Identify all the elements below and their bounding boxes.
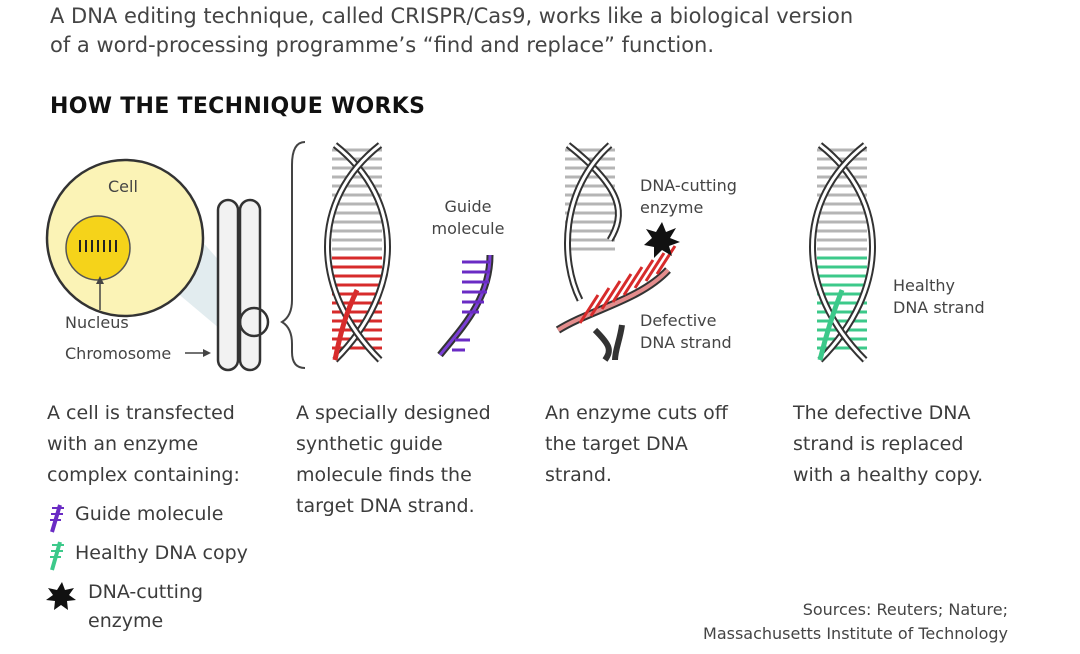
helix-step4	[809, 142, 876, 363]
tiny-chromosomes	[79, 240, 117, 252]
guide-label-line2: molecule	[431, 219, 505, 238]
caption-step4-line3: with a healthy copy.	[793, 464, 984, 486]
cell-label: Cell	[108, 177, 138, 196]
caption-step1-line2: with an enzyme	[47, 433, 199, 455]
nucleus-label: Nucleus	[65, 313, 129, 332]
caption-step3-line2: the target DNA	[545, 433, 688, 455]
enzyme-star-shape	[644, 222, 680, 258]
caption-step4-line2: strand is replaced	[793, 433, 964, 455]
enzyme-label-line2: enzyme	[640, 198, 704, 217]
caption-step2-line4: target DNA strand.	[296, 495, 475, 517]
healthy-label-line2: DNA strand	[893, 298, 985, 317]
helix-step2	[324, 142, 391, 363]
guide-label-line1: Guide	[444, 197, 492, 216]
zoom-circle	[238, 306, 270, 338]
legend-enzyme-line2: enzyme	[88, 610, 164, 632]
legend-healthy-label: Healthy DNA copy	[75, 542, 248, 564]
legend-enzyme-line1: DNA-cutting	[88, 581, 204, 603]
caption-step2-line2: synthetic guide	[296, 433, 443, 455]
intro-text: A DNA editing technique, called CRISPR/C…	[50, 2, 853, 60]
brace	[280, 141, 306, 369]
caption-step3-line3: strand.	[545, 464, 612, 486]
intro-line1: A DNA editing technique, called CRISPR/C…	[50, 4, 854, 28]
caption-step1-line3: complex containing:	[47, 464, 240, 486]
caption-step3-line1: An enzyme cuts off	[545, 402, 728, 424]
healthy-label-line1: Healthy	[893, 276, 956, 295]
legend-guide-label: Guide molecule	[75, 503, 224, 525]
caption-step3: An enzyme cuts off the target DNA strand…	[545, 398, 728, 491]
caption-step2-line1: A specially designed	[296, 402, 491, 424]
caption-step1: A cell is transfected with an enzyme com…	[47, 398, 240, 491]
section-heading: HOW THE TECHNIQUE WORKS	[50, 94, 426, 119]
chromosome-label: Chromosome	[65, 344, 172, 363]
defective-label-line2: DNA strand	[640, 333, 732, 352]
legend-healthy-icon	[50, 541, 64, 571]
intro-line2: of a word-processing programme’s “find a…	[50, 33, 715, 57]
helix-step3	[555, 142, 677, 362]
caption-step1-line1: A cell is transfected	[47, 402, 235, 424]
defective-label-line1: Defective	[640, 311, 717, 330]
defective-label: Defective DNA strand	[640, 310, 732, 354]
legend-enzyme-label: DNA-cutting enzyme	[88, 578, 203, 636]
legend-enzyme-icon	[46, 582, 76, 610]
enzyme-label-line1: DNA-cutting	[640, 176, 737, 195]
guide-label: Guide molecule	[428, 196, 508, 240]
healthy-label: Healthy DNA strand	[893, 275, 985, 319]
legend-guide-icon	[50, 504, 64, 533]
enzyme-label: DNA-cutting enzyme	[640, 175, 737, 219]
caption-step4: The defective DNA strand is replaced wit…	[793, 398, 983, 491]
caption-step4-line1: The defective DNA	[793, 402, 971, 424]
sources-line2: Massachusetts Institute of Technology	[703, 624, 1008, 643]
caption-step2: A specially designed synthetic guide mol…	[296, 398, 491, 522]
chromosome-shape	[216, 198, 262, 372]
caption-step2-line3: molecule finds the	[296, 464, 472, 486]
sources-line1: Sources: Reuters; Nature;	[802, 600, 1008, 619]
guide-molecule-shape	[437, 254, 494, 358]
sources: Sources: Reuters; Nature; Massachusetts …	[703, 598, 1008, 646]
